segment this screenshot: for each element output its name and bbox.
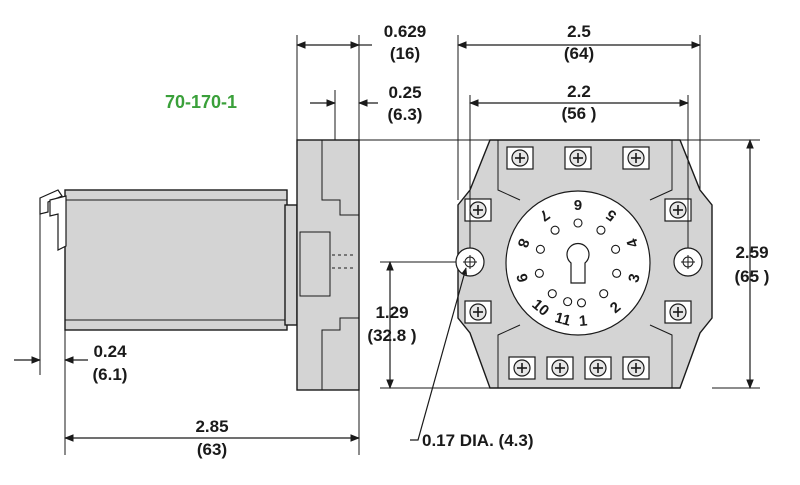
pin-holes bbox=[534, 218, 622, 308]
dim-height-total-inch: 2.59 bbox=[735, 243, 768, 262]
pin-label: 6 bbox=[574, 196, 582, 213]
dim-depth-total-inch: 0.629 bbox=[384, 22, 427, 41]
dim-depth-step-inch: 0.25 bbox=[388, 83, 421, 102]
dim-hole-height-mm: (32.8 ) bbox=[367, 326, 416, 345]
dim-width-outer-inch: 2.5 bbox=[567, 22, 591, 41]
dim-clip-width-inch: 0.24 bbox=[93, 342, 127, 361]
socket-side-block bbox=[296, 139, 360, 391]
side-view bbox=[14, 35, 378, 455]
pin-hole bbox=[573, 218, 583, 228]
dim-width-inner-inch: 2.2 bbox=[567, 82, 591, 101]
pin-hole bbox=[550, 225, 560, 235]
keyway bbox=[566, 242, 590, 284]
dim-hole-dia: 0.17 DIA. (4.3) bbox=[422, 431, 534, 450]
pin-hole bbox=[563, 297, 573, 307]
pin-hole bbox=[611, 244, 621, 254]
pin-hole bbox=[534, 268, 544, 278]
dim-height-total-mm: (65 ) bbox=[735, 267, 770, 286]
dim-depth-total-mm: (16) bbox=[390, 44, 420, 63]
dim-overall-length-inch: 2.85 bbox=[195, 417, 228, 436]
dim-depth-step-mm: (6.3) bbox=[388, 105, 423, 124]
part-number: 70-170-1 bbox=[165, 92, 237, 112]
dim-width-inner-mm: (56 ) bbox=[562, 104, 597, 123]
dim-hole-height-inch: 1.29 bbox=[375, 303, 408, 322]
pin-label: 1 bbox=[578, 312, 588, 330]
pin-hole bbox=[596, 225, 606, 235]
pin-hole bbox=[612, 268, 622, 278]
pin-hole bbox=[547, 289, 557, 299]
dim-width-outer-mm: (64) bbox=[564, 44, 594, 63]
relay-body bbox=[64, 189, 288, 331]
dimension-labels: 0.629 (16) 0.25 (6.3) 2.5 (64) 2.2 (56 )… bbox=[93, 22, 770, 459]
pin-hole bbox=[599, 289, 609, 299]
pin-hole bbox=[535, 244, 545, 254]
terminal-screws bbox=[464, 146, 692, 380]
pin-label: 11 bbox=[553, 309, 573, 330]
pin-hole bbox=[576, 298, 587, 308]
dim-clip-width-mm: (6.1) bbox=[93, 365, 128, 384]
dim-overall-length-mm: (63) bbox=[197, 440, 227, 459]
